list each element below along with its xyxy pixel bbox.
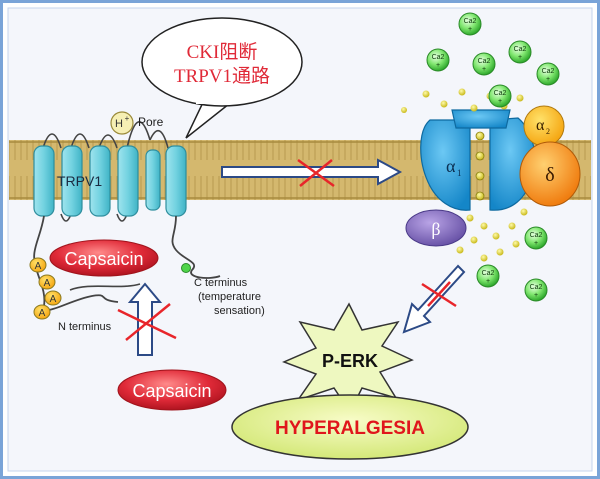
capsaicin-bound: Capsaicin: [49, 239, 159, 277]
calcium-block-cross: [421, 281, 457, 308]
pore-label: Pore: [138, 115, 164, 129]
calcium-ion: Ca2 +: [458, 12, 482, 36]
alpha1-subunit-left: [420, 119, 471, 211]
ankyrin-bead-4: [33, 304, 51, 320]
svg-text:+: +: [482, 66, 486, 73]
trpv1-helix-s4: [117, 145, 139, 217]
calcium-ion: Ca2 +: [426, 48, 450, 72]
svg-text:+: +: [436, 62, 440, 69]
beta-symbol: β: [431, 219, 440, 239]
proton-ion: [110, 111, 134, 135]
beta-subunit: [405, 209, 467, 247]
svg-text:Ca2: Ca2: [432, 54, 445, 61]
calcium-ions: Ca2 + Ca2 + Ca2 + Ca2 + Ca2 + Ca2 +: [426, 12, 560, 302]
capsaicin-free-label: Capsaicin: [132, 381, 211, 401]
pore-ion-4: [475, 191, 485, 201]
delta-symbol: δ: [545, 164, 554, 186]
trpv1-pore-helix: [145, 149, 161, 211]
callout-line-1: CKI阻断: [187, 41, 258, 63]
callout-line-2: TRPV1通路: [174, 65, 270, 87]
hyperalgesia-node: HYPERALGESIA: [231, 394, 469, 460]
extracellular-particles: [401, 88, 528, 262]
ankyrin-bead-2: [38, 274, 56, 290]
hyperalgesia-label: HYPERALGESIA: [275, 418, 425, 439]
calcium-ion: Ca2 +: [536, 62, 560, 86]
calcium-ion: Ca2 +: [508, 40, 532, 64]
capsaicin-free: Capsaicin: [117, 369, 227, 411]
membrane-signal-arrow: [221, 158, 403, 186]
c-terminus-label-3: sensation): [214, 305, 265, 317]
alpha1-symbol: α: [446, 156, 456, 176]
capsaicin-block-cross: [117, 303, 177, 341]
proton-symbol: H: [115, 118, 123, 130]
c-terminus-tail: [171, 215, 221, 279]
c-terminus-dot: [181, 263, 191, 273]
svg-text:+: +: [486, 278, 490, 285]
trpv1-label: TRPV1: [57, 173, 102, 189]
ankyrin-bead-1: [29, 257, 47, 273]
n-terminus-label: N terminus: [58, 321, 112, 333]
svg-text:Ca2: Ca2: [514, 46, 527, 53]
svg-text:Ca2: Ca2: [482, 270, 495, 277]
svg-text:+: +: [498, 98, 502, 105]
calcium-channel: α 1 α 2 δ β: [405, 105, 581, 247]
alpha2-symbol: α: [536, 117, 545, 134]
ankyrin-label-3: A: [50, 294, 57, 305]
ankyrin-label-4: A: [39, 308, 46, 319]
ankyrin-label-1: A: [35, 261, 42, 272]
capsaicin-entry-arrow: [127, 282, 163, 356]
membrane-block-cross: [297, 158, 335, 188]
trpv1-channel: TRPV1 H + Pore A A A A: [29, 111, 221, 320]
calcium-ion: Ca2 +: [476, 264, 500, 288]
trpv1-helix-s1: [33, 145, 55, 217]
svg-text:+: +: [534, 292, 538, 299]
trpv1-helix-s6: [165, 145, 187, 217]
svg-text:+: +: [468, 26, 472, 33]
trpv1-helix-s3: [89, 145, 111, 217]
delta-subunit: [519, 141, 581, 207]
trpv1-helix-s2: [61, 145, 83, 217]
c-terminus-label-1: C terminus: [194, 277, 248, 289]
c-terminus-label-2: (temperature: [198, 291, 261, 303]
calcium-ion: Ca2 +: [524, 278, 548, 302]
svg-text:+: +: [518, 54, 522, 61]
calcium-ion: Ca2 +: [488, 84, 512, 108]
alpha2-subscript: 2: [546, 127, 550, 136]
perk-label: P-ERK: [322, 351, 378, 371]
svg-text:Ca2: Ca2: [494, 90, 507, 97]
capsaicin-bound-label: Capsaicin: [64, 249, 143, 269]
pore-ion-3: [475, 171, 485, 181]
svg-text:Ca2: Ca2: [542, 68, 555, 75]
svg-text:+: +: [534, 240, 538, 247]
callout-bubble: CKI阻断 TRPV1通路: [141, 17, 303, 139]
alpha1-subunit-top: [451, 109, 511, 129]
svg-text:Ca2: Ca2: [530, 232, 543, 239]
svg-text:Ca2: Ca2: [530, 284, 543, 291]
calcium-ion: Ca2 +: [472, 52, 496, 76]
proton-charge: +: [125, 114, 130, 123]
svg-text:Ca2: Ca2: [478, 58, 491, 65]
svg-text:Ca2: Ca2: [464, 18, 477, 25]
pore-ion-1: [475, 131, 485, 141]
ankyrin-label-2: A: [44, 278, 51, 289]
inner-panel: [7, 7, 593, 472]
ankyrin-bead-3: [44, 290, 62, 306]
alpha1-subscript: 1: [457, 168, 462, 178]
pore-ion-2: [475, 151, 485, 161]
svg-text:+: +: [546, 76, 550, 83]
calcium-ion: Ca2 +: [524, 226, 548, 250]
